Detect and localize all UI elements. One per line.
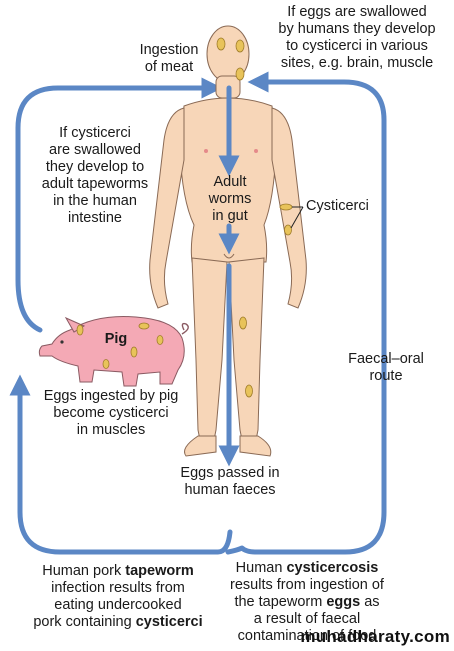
loop-pig-arrow	[9, 374, 233, 555]
caption-cysticercosis-line2: results from ingestion of	[230, 577, 384, 593]
pig-figure	[38, 316, 189, 387]
pig-label: Pig	[104, 331, 128, 347]
caption-tapeworm-line1-bold: tapeworm	[125, 563, 194, 579]
caption-cysticercosis-line3-post: as	[360, 594, 380, 610]
watermark: muhadharaty.com	[300, 627, 450, 646]
caption-cysticercosis-line1-pre: Human	[235, 560, 287, 576]
loop-meat-arrow	[15, 77, 223, 333]
cysticercosis-caption: Human cysticercosis results from ingesti…	[212, 560, 402, 645]
caption-cysticercosis-line3-pre: the tapeworm	[234, 594, 327, 610]
caption-cysticercosis-line3-bold: eggs	[326, 594, 361, 610]
caption-tapeworm-line3: eating undercooked	[54, 597, 182, 613]
caption-tapeworm-line4-pre: pork containing	[33, 614, 136, 630]
caption-tapeworm-line4-bold: cysticerci	[135, 614, 203, 630]
caption-cysticercosis-line5: contamination of food	[237, 628, 377, 640]
caption-tapeworm-line1-pre: Human pork	[42, 563, 126, 579]
caption-cysticercosis-line1-bold: cysticercosis	[286, 560, 379, 576]
cysticerci-label: Cysticerci	[306, 198, 369, 214]
loop-faecal-oral-arrow	[225, 71, 387, 555]
cysticerci-spots	[216, 37, 293, 398]
caption-cysticercosis-line4: a result of faecal	[253, 611, 361, 627]
pork-tapeworm-caption: Human pork tapeworm infection results fr…	[6, 563, 230, 631]
caption-tapeworm-line2: infection results from	[51, 580, 185, 596]
